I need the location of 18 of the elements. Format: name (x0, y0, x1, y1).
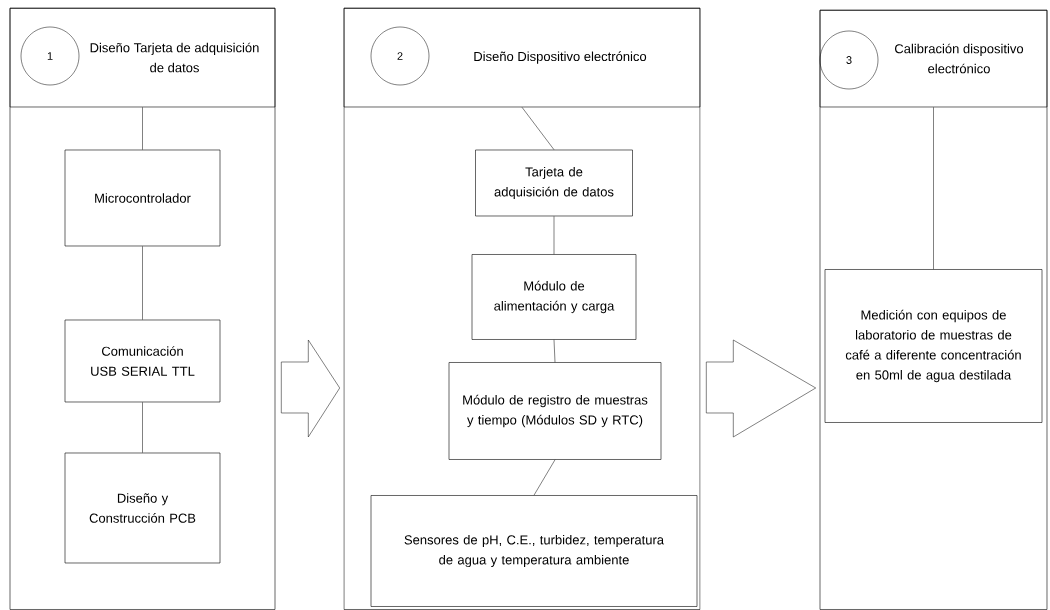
process-box: Sensores de pH, C.E., turbidez, temperatura de agua y temperatura ambiente (370, 495, 698, 607)
block-arrow (281, 339, 340, 438)
process-box: Módulo de registro de muestras y tiempo (Módulos SD y RTC) (448, 362, 662, 460)
process-box: Tarjeta de adquisición de datos (475, 149, 633, 217)
process-box: Comunicación USB SERIAL TTL (64, 319, 221, 403)
block-arrow (706, 339, 816, 438)
connector-line (553, 339, 556, 363)
process-box: Microcontrolador (64, 149, 221, 247)
connector-line (553, 216, 555, 255)
connector-line (533, 459, 556, 496)
connector-line (142, 246, 143, 320)
connector-line (933, 107, 934, 270)
process-box: Módulo de alimentación y carga (471, 254, 637, 340)
connector-line (521, 107, 555, 150)
process-box: Diseño y Construcción PCB (64, 452, 221, 564)
process-box: Medición con equipos de laboratorio de muestras de café a diferente concentración en 50ml de agua destilada (824, 269, 1043, 423)
connector-line (142, 402, 143, 453)
connector-line (142, 107, 143, 150)
